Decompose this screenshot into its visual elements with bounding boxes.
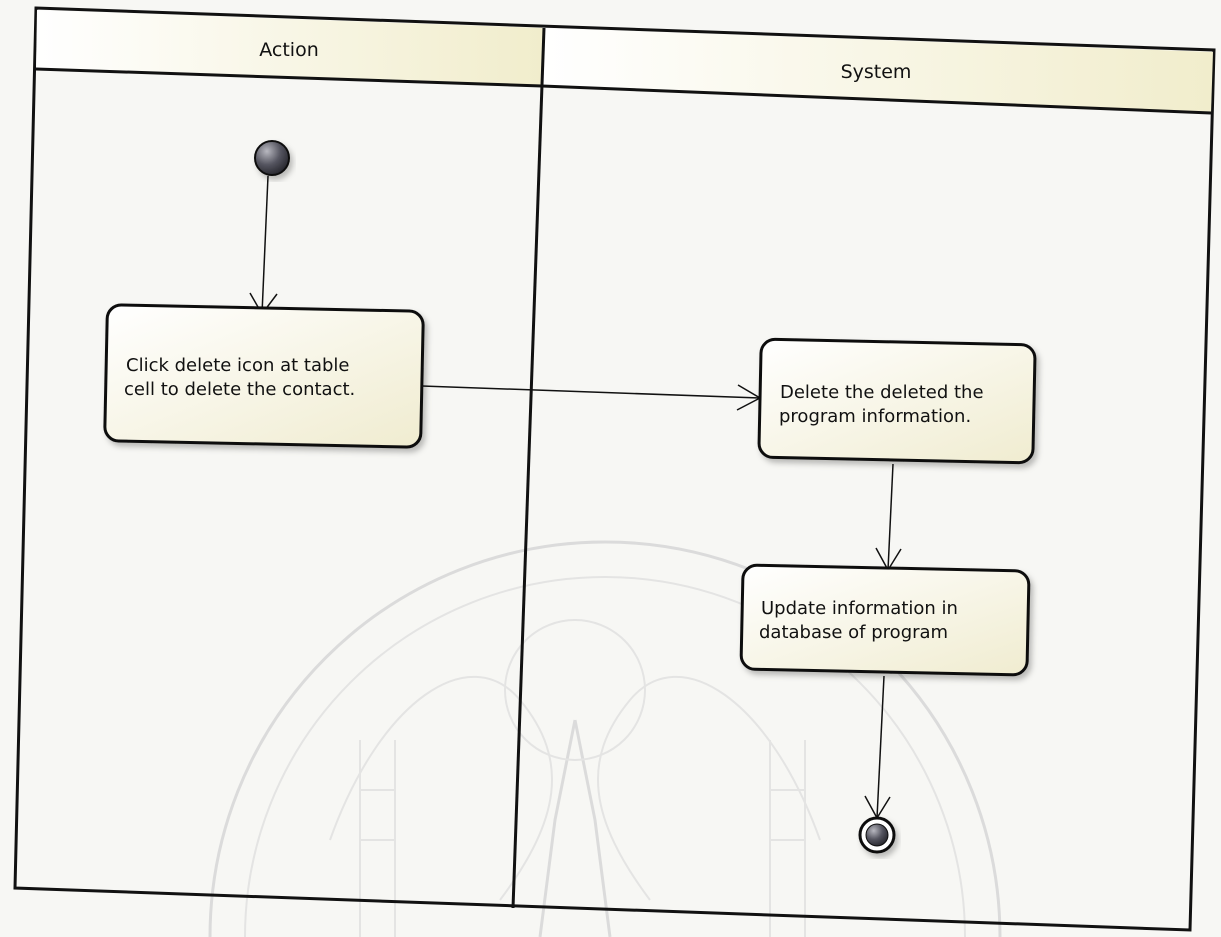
flow-click-to-delete [421,384,762,411]
action-delete-program-line-2: program information. [779,406,971,427]
flow-update-to-final [864,675,891,820]
action-update-database-line-1: Update information in [761,598,958,619]
action-click-delete [103,303,425,449]
watermark-seal [208,540,1002,937]
action-delete-program-text: Delete the deleted the program informati… [779,382,989,427]
action-delete-program-line-1: Delete the deleted the [780,382,984,403]
flow-delete-to-update [875,463,902,572]
action-click-delete-line-1: Click delete icon at table [126,355,349,376]
action-click-delete-text: Click delete icon at table cell to delet… [124,355,355,400]
lane-title-system: System [841,61,912,83]
action-delete-program [757,337,1037,465]
final-node [858,816,896,854]
initial-node [254,140,290,176]
action-update-database [739,563,1031,677]
lane-title-action: Action [259,39,319,61]
action-update-database-line-2: database of program [759,622,948,643]
lane-header-action [36,10,544,86]
lane-divider [511,27,546,909]
action-click-delete-line-2: cell to delete the contact. [124,379,355,400]
action-update-database-text: Update information in database of progra… [759,598,964,643]
diagram-frame [13,6,1216,932]
flow-start-to-click [249,175,278,316]
